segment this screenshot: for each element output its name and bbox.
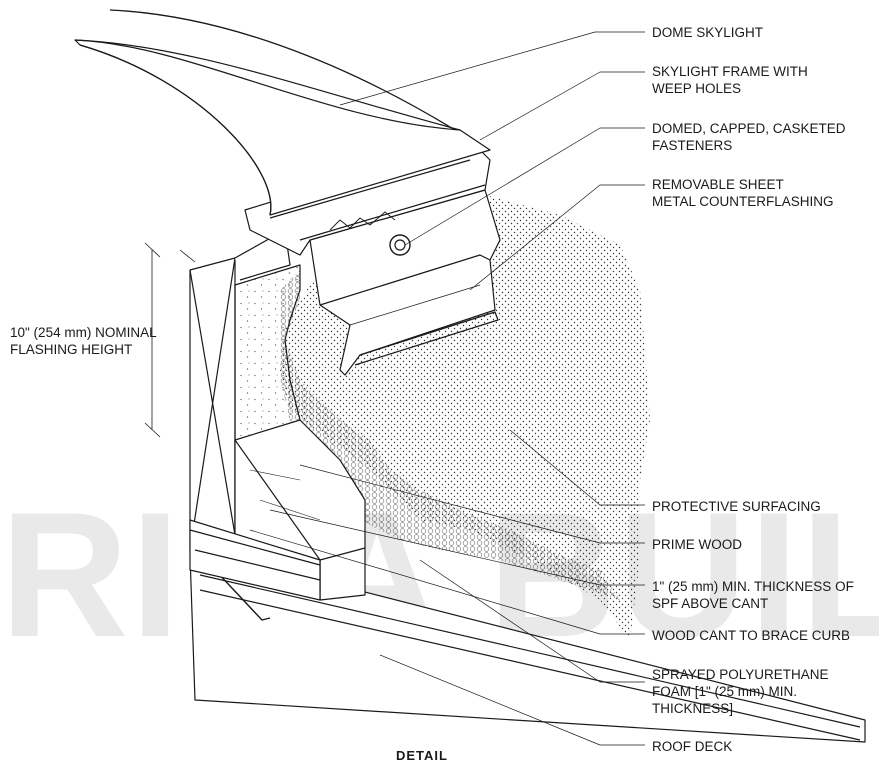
- base-nailer: [189, 519, 321, 601]
- label-fasteners-line1: DOMED, CAPPED, CASKETED: [652, 121, 846, 136]
- label-skylight-frame-line1: SKYLIGHT FRAME WITH: [652, 64, 808, 79]
- label-skylight-frame: SKYLIGHT FRAME WITH WEEP HOLES: [652, 63, 808, 97]
- detail-caption: DETAIL: [396, 748, 448, 763]
- label-protective-surfacing: PROTECTIVE SURFACING: [652, 498, 821, 515]
- label-flashing-height: 10" (254 mm) NOMINAL FLASHING HEIGHT: [10, 324, 157, 358]
- leader-lines: [249, 31, 645, 746]
- label-spray-foam-line3: THICKNESS]: [652, 701, 734, 716]
- label-skylight-frame-line2: WEEP HOLES: [652, 81, 742, 96]
- label-dome-skylight: DOME SKYLIGHT: [652, 24, 763, 41]
- label-prime-wood-text: PRIME WOOD: [652, 537, 742, 552]
- label-counterflashing-line1: REMOVABLE SHEET: [652, 177, 784, 192]
- flashing-height-dimension: [144, 242, 196, 438]
- label-counterflashing-line2: METAL COUNTERFLASHING: [652, 194, 834, 209]
- label-spf-thickness-line1: 1" (25 mm) MIN. THICKNESS OF: [652, 579, 854, 594]
- label-roof-deck-text: ROOF DECK: [652, 739, 733, 754]
- label-spray-foam: SPRAYED POLYURETHANE FOAM [1" (25 mm) MI…: [652, 666, 829, 717]
- label-prime-wood: PRIME WOOD: [652, 536, 742, 553]
- label-protective-surfacing-text: PROTECTIVE SURFACING: [652, 499, 821, 514]
- label-flashing-height-line2: FLASHING HEIGHT: [10, 342, 133, 357]
- label-spray-foam-line2: FOAM [1" (25 mm) MIN.: [652, 684, 798, 699]
- label-wood-cant: WOOD CANT TO BRACE CURB: [652, 627, 850, 644]
- label-flashing-height-line1: 10" (254 mm) NOMINAL: [10, 325, 157, 340]
- label-dome-skylight-text: DOME SKYLIGHT: [652, 25, 764, 40]
- label-spray-foam-line1: SPRAYED POLYURETHANE: [652, 667, 829, 682]
- label-fasteners: DOMED, CAPPED, CASKETED FASTENERS: [652, 120, 846, 154]
- label-fasteners-line2: FASTENERS: [652, 138, 733, 153]
- label-spf-thickness-line2: SPF ABOVE CANT: [652, 596, 769, 611]
- label-spf-thickness: 1" (25 mm) MIN. THICKNESS OF SPF ABOVE C…: [652, 578, 854, 612]
- label-counterflashing: REMOVABLE SHEET METAL COUNTERFLASHING: [652, 176, 834, 210]
- label-wood-cant-text: WOOD CANT TO BRACE CURB: [652, 628, 851, 643]
- label-roof-deck: ROOF DECK: [652, 738, 732, 755]
